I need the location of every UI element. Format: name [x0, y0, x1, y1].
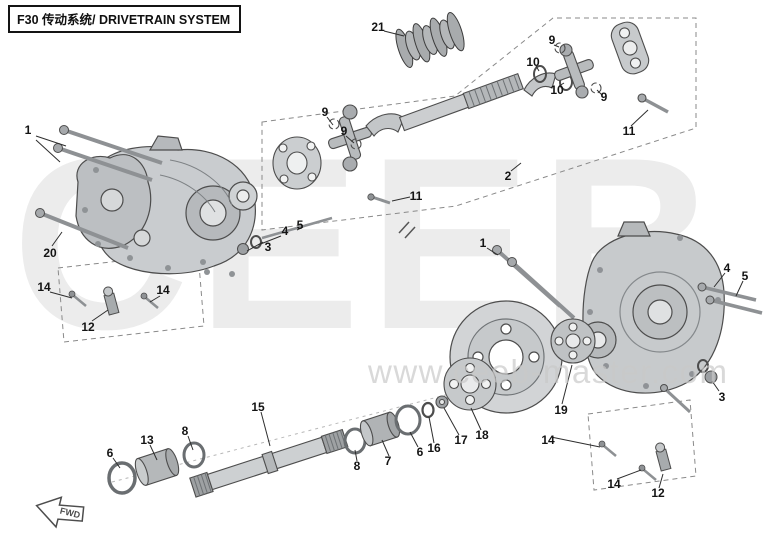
watermark-url-text: www.ceeb-master.com — [367, 353, 728, 390]
axle-shaft-parts — [107, 395, 449, 498]
rear-fasteners — [492, 245, 763, 414]
fwd-label: FWD — [59, 506, 82, 521]
front-breather-kit — [68, 286, 159, 316]
front-stud-washer-nut — [237, 216, 333, 255]
propshaft-front-ujoint — [272, 104, 405, 190]
wheel-hub — [550, 318, 596, 364]
diagram-title: F30 传动系统/ DRIVETRAIN SYSTEM — [8, 5, 242, 33]
rear-gearbox — [579, 221, 725, 394]
front-gearbox — [75, 135, 258, 277]
break-marks — [398, 221, 416, 239]
leader-lines — [35, 30, 744, 489]
propshaft-tube — [398, 72, 524, 132]
rear-breather-kit — [598, 440, 672, 481]
fwd-arrow: FWD — [35, 496, 85, 529]
grease-fitting — [367, 193, 391, 205]
front-mount-bolts — [35, 125, 163, 250]
propshaft-boot — [395, 12, 465, 68]
output-flange — [443, 357, 497, 411]
propshaft-rear-ujoint — [523, 21, 669, 114]
